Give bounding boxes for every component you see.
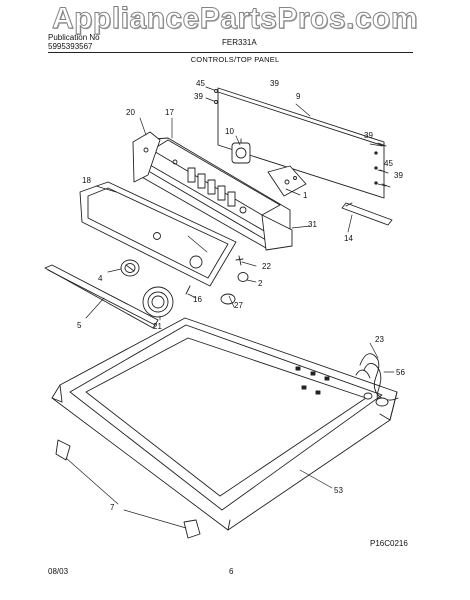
callout-39c: 39 [364,131,373,140]
plug-part [220,293,236,305]
callout-23: 23 [375,335,384,344]
callout-39a: 39 [270,79,279,88]
publication-label: Publication No [48,33,100,42]
hinge-part-right [183,519,201,539]
control-knob-part [120,259,140,277]
callout-31: 31 [308,220,317,229]
small-knob-part [237,272,249,282]
callout-4: 4 [98,274,103,283]
bracket-part [341,202,393,226]
watermark-logo: AppliancePartsPros.com [51,2,419,36]
backsplash-panel-part [217,87,385,199]
header-rule [48,52,413,53]
end-cap-part [132,131,161,183]
callout-56: 56 [396,368,405,377]
control-faceplate-part [79,181,237,287]
publication-number: 5995393567 [48,42,93,51]
callout-14: 14 [344,234,353,243]
callout-21: 21 [153,322,162,331]
leader-lines [65,103,395,529]
top-panel-part [51,317,398,531]
callout-5: 5 [77,321,82,330]
callout-16: 16 [193,295,202,304]
callout-9: 9 [296,92,301,101]
callout-7: 7 [110,503,115,512]
wire-harness-part [355,353,399,407]
knob-shaft-part [185,285,191,295]
callout-18: 18 [82,176,91,185]
panel-screws-left [205,86,218,104]
callout-22: 22 [262,262,271,271]
diagram-code: P16C0216 [370,539,408,548]
section-title: CONTROLS/TOP PANEL [190,55,280,64]
hinge-part-left [55,439,71,461]
callout-39d: 39 [394,171,403,180]
callout-1: 1 [303,191,308,200]
clip-part [235,255,244,266]
callout-45a: 45 [196,79,205,88]
callout-27: 27 [234,301,243,310]
dial-ring-part [142,286,174,318]
model-number: FER331A [222,38,257,47]
callout-labels: 45 39 39 9 20 17 10 39 45 39 18 1 31 14 … [77,79,405,512]
callout-10: 10 [225,127,234,136]
footer-date: 08/03 [48,567,69,576]
page-number: 6 [229,567,234,576]
callout-20: 20 [126,108,135,117]
callout-45b: 45 [384,159,393,168]
control-module-part [267,165,307,197]
callout-2: 2 [258,279,263,288]
callout-53: 53 [334,486,343,495]
trim-strip-part [44,264,159,329]
timer-switch-part [231,138,251,164]
callout-17: 17 [165,108,174,117]
callout-39b: 39 [194,92,203,101]
